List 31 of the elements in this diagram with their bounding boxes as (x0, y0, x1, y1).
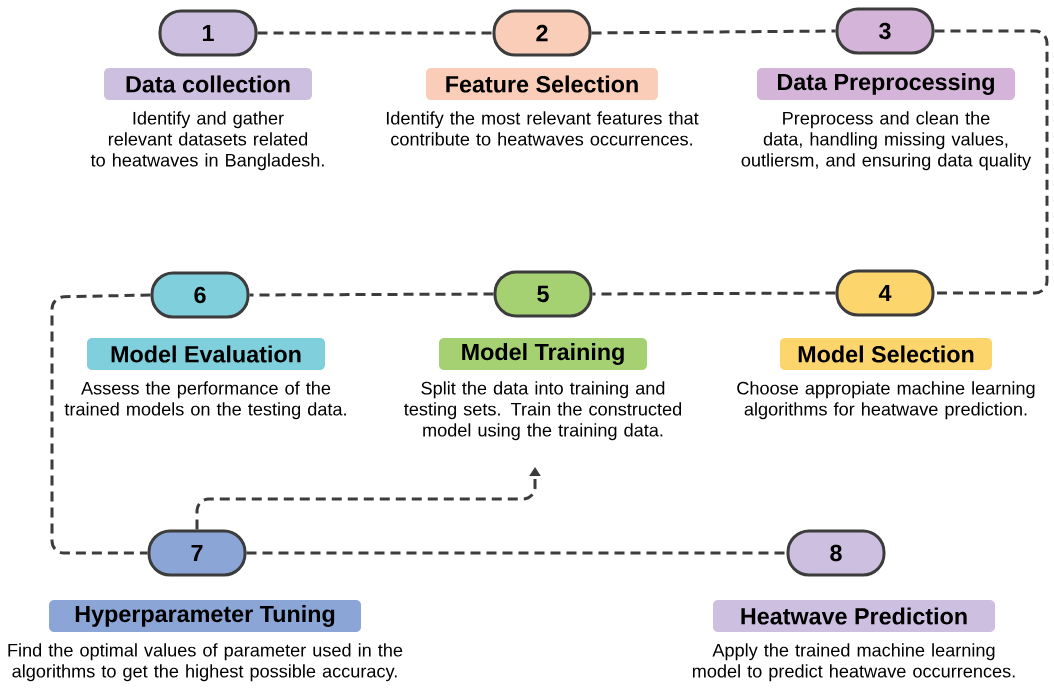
step-pill: 5 (493, 270, 593, 318)
title-band: Hyperparameter Tuning (49, 600, 361, 632)
description: Apply the trained machine learning model to predict heatwave occurrences. (692, 643, 1015, 682)
dashed-connector (246, 551, 787, 555)
step-pill: 1 (158, 9, 258, 57)
step-pill: 7 (147, 529, 247, 577)
description: Assess the performance of the trained models on the testing data. (64, 381, 346, 420)
step-pill: 3 (835, 7, 935, 55)
step-pill: 4 (835, 269, 935, 317)
step-pill: 6 (150, 271, 250, 319)
title-band: Data Preprocessing (757, 68, 1015, 100)
dashed-connector (592, 291, 836, 296)
title-band: Feature Selection (426, 68, 658, 100)
title-band: Model Evaluation (87, 338, 325, 370)
step-pill: 2 (492, 9, 592, 57)
description: Identify the most relevant features that contribute to heatwaves occurrences. (386, 111, 699, 146)
dashed-connector (591, 29, 836, 35)
dashed-connector (934, 29, 1049, 295)
description: Split the data into training and testing sets. Train the constructed model using the training data. (404, 381, 682, 441)
title-band: Heatwave Prediction (713, 600, 995, 632)
step-pill: 8 (786, 529, 886, 577)
dashed-connector (257, 31, 493, 35)
description: Find the optimal values of parameter used in the algorithms to get the highest possible accuracy. (8, 643, 403, 682)
dashed-connector (249, 292, 494, 297)
title-band: Model Training (439, 338, 647, 370)
description: Identify and gather relevant datasets related to heatwaves in Bangladesh. (90, 111, 324, 171)
description: Choose appropiate machine learning algorithms for heatwave prediction. (737, 381, 1035, 420)
description: Preprocess and clean the data, handling missing values, outliersm, and ensuring data quality (741, 111, 1032, 171)
title-band: Data collection (104, 68, 312, 100)
title-band: Model Selection (780, 338, 992, 370)
dashed-connector (50, 293, 151, 555)
